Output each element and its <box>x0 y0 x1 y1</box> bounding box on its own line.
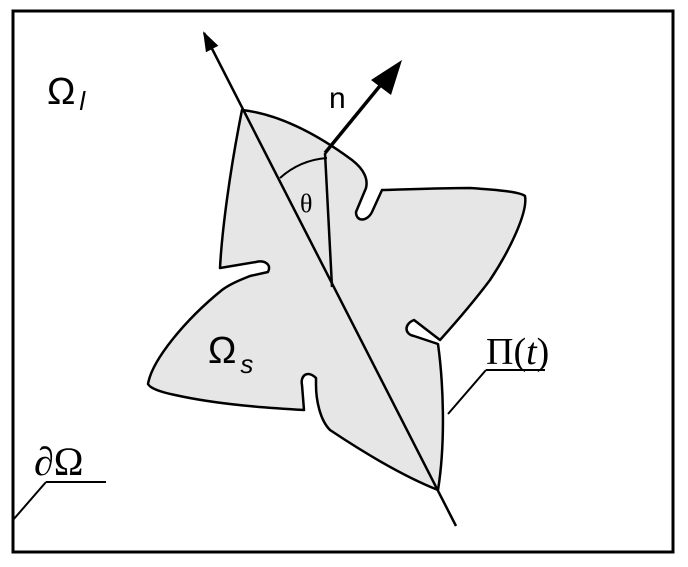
interface-label-variable: t <box>526 331 538 373</box>
normal-vector-line <box>323 74 390 155</box>
interface-label-main: Π( <box>486 331 526 373</box>
boundary-leader-line <box>12 481 47 521</box>
interface-leader-line <box>447 369 487 415</box>
interface-label: Π(t) <box>486 331 549 373</box>
omega-s-main: Ω <box>208 330 236 372</box>
angle-theta-label: θ <box>300 189 312 218</box>
omega-l-subscript: l <box>79 86 86 116</box>
boundary-label: ∂Ω <box>34 439 84 484</box>
omega-l-main: Ω <box>47 71 75 113</box>
omega-s-subscript: s <box>240 349 253 379</box>
interface-axis-arrow <box>202 31 458 527</box>
normal-label: n <box>329 82 346 115</box>
interface-label-close: ) <box>537 331 550 373</box>
solid-crystal-shape <box>146 108 527 492</box>
domain-boundary-frame <box>11 9 675 554</box>
normal-vector-arrowhead <box>371 60 402 95</box>
angle-arc <box>279 157 328 179</box>
angle-reference-line <box>323 152 334 288</box>
